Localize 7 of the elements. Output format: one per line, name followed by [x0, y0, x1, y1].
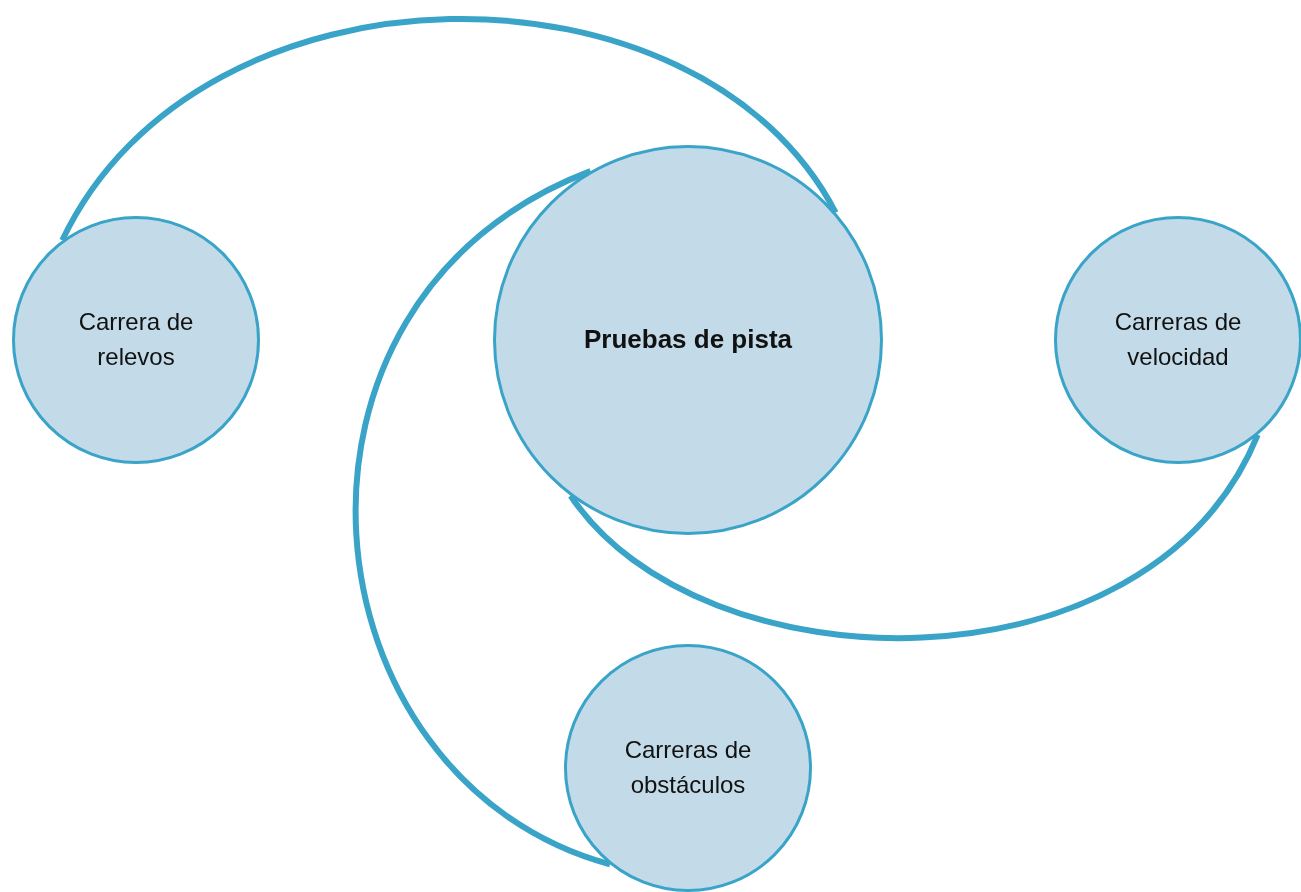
circle-label: Carreras de obstáculos	[623, 735, 753, 800]
circle-label: Carrera de relevos	[77, 307, 195, 372]
curved-connector	[59, 16, 839, 242]
curved-connector	[353, 168, 612, 868]
circle-label: Pruebas de pista	[583, 323, 793, 357]
circle-label: Carreras de velocidad	[1113, 307, 1243, 372]
curved-connector	[568, 433, 1261, 641]
